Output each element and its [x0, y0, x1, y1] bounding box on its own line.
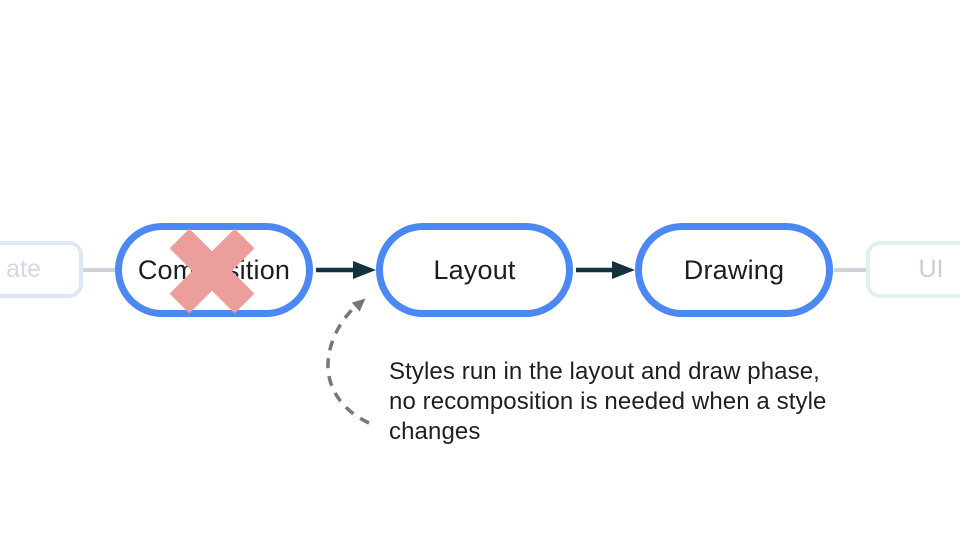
node-layout-label: Layout: [433, 254, 516, 285]
arrow-composition-layout-icon: [316, 261, 376, 279]
node-ui-label: UI: [918, 255, 944, 283]
node-left-partial: ate: [0, 241, 83, 298]
node-ui: UI: [866, 241, 960, 298]
node-composition-label: Composition: [137, 254, 291, 285]
node-left-partial-label: ate: [6, 255, 41, 283]
node-layout: Layout: [376, 223, 573, 317]
arrow-layout-drawing-icon: [576, 261, 635, 279]
annotation-line: no recomposition is needed when a style: [389, 388, 827, 415]
annotation-text: Styles run in the layout and draw phase,…: [389, 357, 869, 447]
node-drawing-label: Drawing: [683, 254, 785, 285]
dashed-callout-arrow-icon: [326, 298, 370, 425]
annotation-line: Styles run in the layout and draw phase,: [389, 358, 820, 385]
node-composition: Composition: [115, 223, 313, 317]
annotation-line: changes: [389, 418, 481, 445]
node-drawing: Drawing: [635, 223, 833, 317]
